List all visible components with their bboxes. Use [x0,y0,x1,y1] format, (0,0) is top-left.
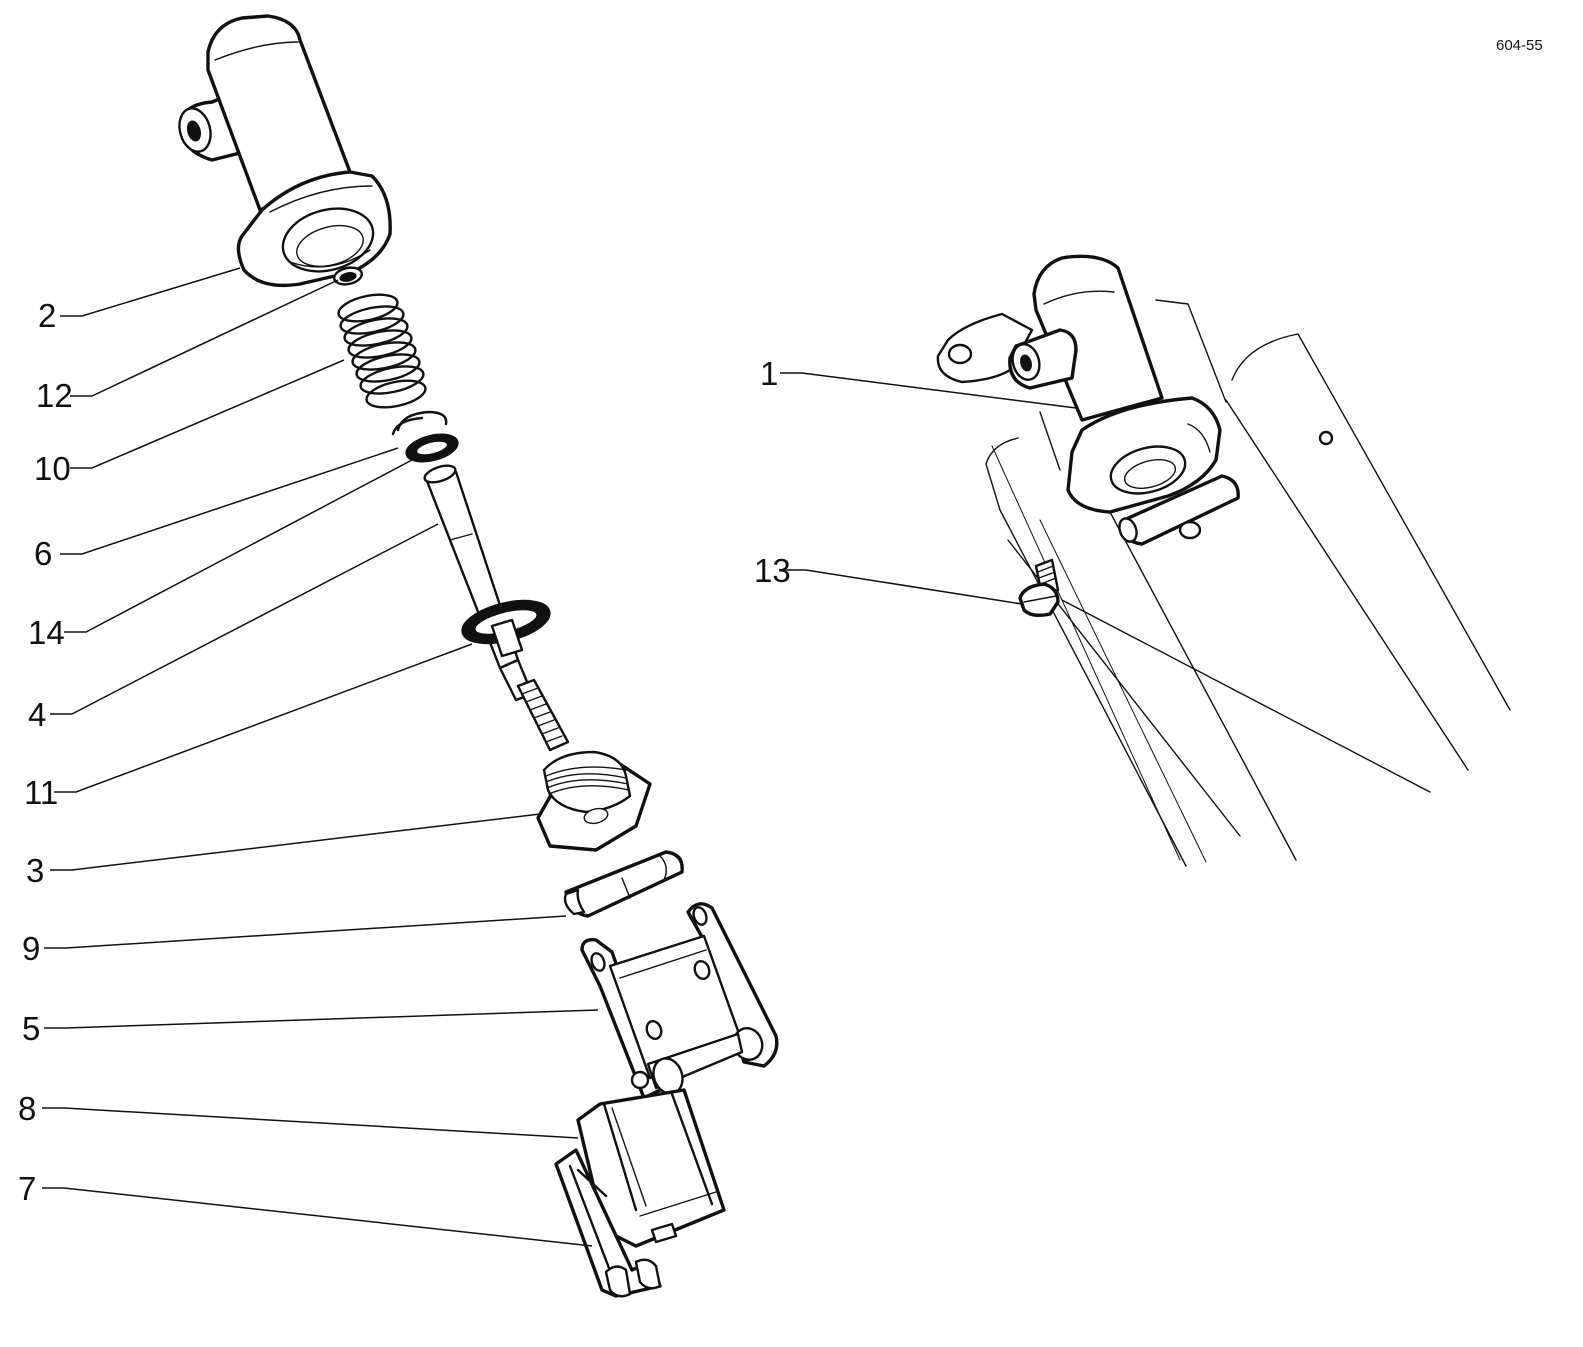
callout-7: 7 [18,1170,36,1207]
callout-10: 10 [34,450,71,487]
part-retaining-ring [391,410,448,436]
part-seal-washer [405,433,459,463]
callout-6: 6 [34,535,52,572]
callout-4: 4 [28,696,46,733]
callout-3: 3 [26,852,44,889]
part-installed-cylinder [1008,254,1240,546]
part-cylinder-body [178,14,392,288]
callout-12: 12 [36,377,73,414]
callout-13: 13 [754,552,791,589]
part-yoke-bracket [580,902,779,1100]
part-clip [554,1148,662,1298]
callout-14: 14 [28,614,65,651]
part-channel-block [576,1088,726,1248]
part-seal-ring [333,266,363,286]
callout-11: 11 [24,774,58,811]
callout-8: 8 [18,1090,36,1127]
callout-5: 5 [22,1010,40,1047]
callout-9: 9 [22,930,40,967]
part-bolt [1018,558,1060,618]
installed-view [936,254,1511,867]
drawing-reference-code: 604-55 [1496,37,1543,54]
part-pin [563,850,684,918]
callout-labels: 2 12 10 6 14 4 11 3 9 5 8 7 1 13 [18,297,791,1207]
callout-1: 1 [760,355,778,392]
part-large-washer [461,599,551,658]
leader-lines [42,267,1077,1247]
callout-2: 2 [38,297,56,334]
part-spring [337,293,427,409]
part-gland-nut [536,750,652,852]
